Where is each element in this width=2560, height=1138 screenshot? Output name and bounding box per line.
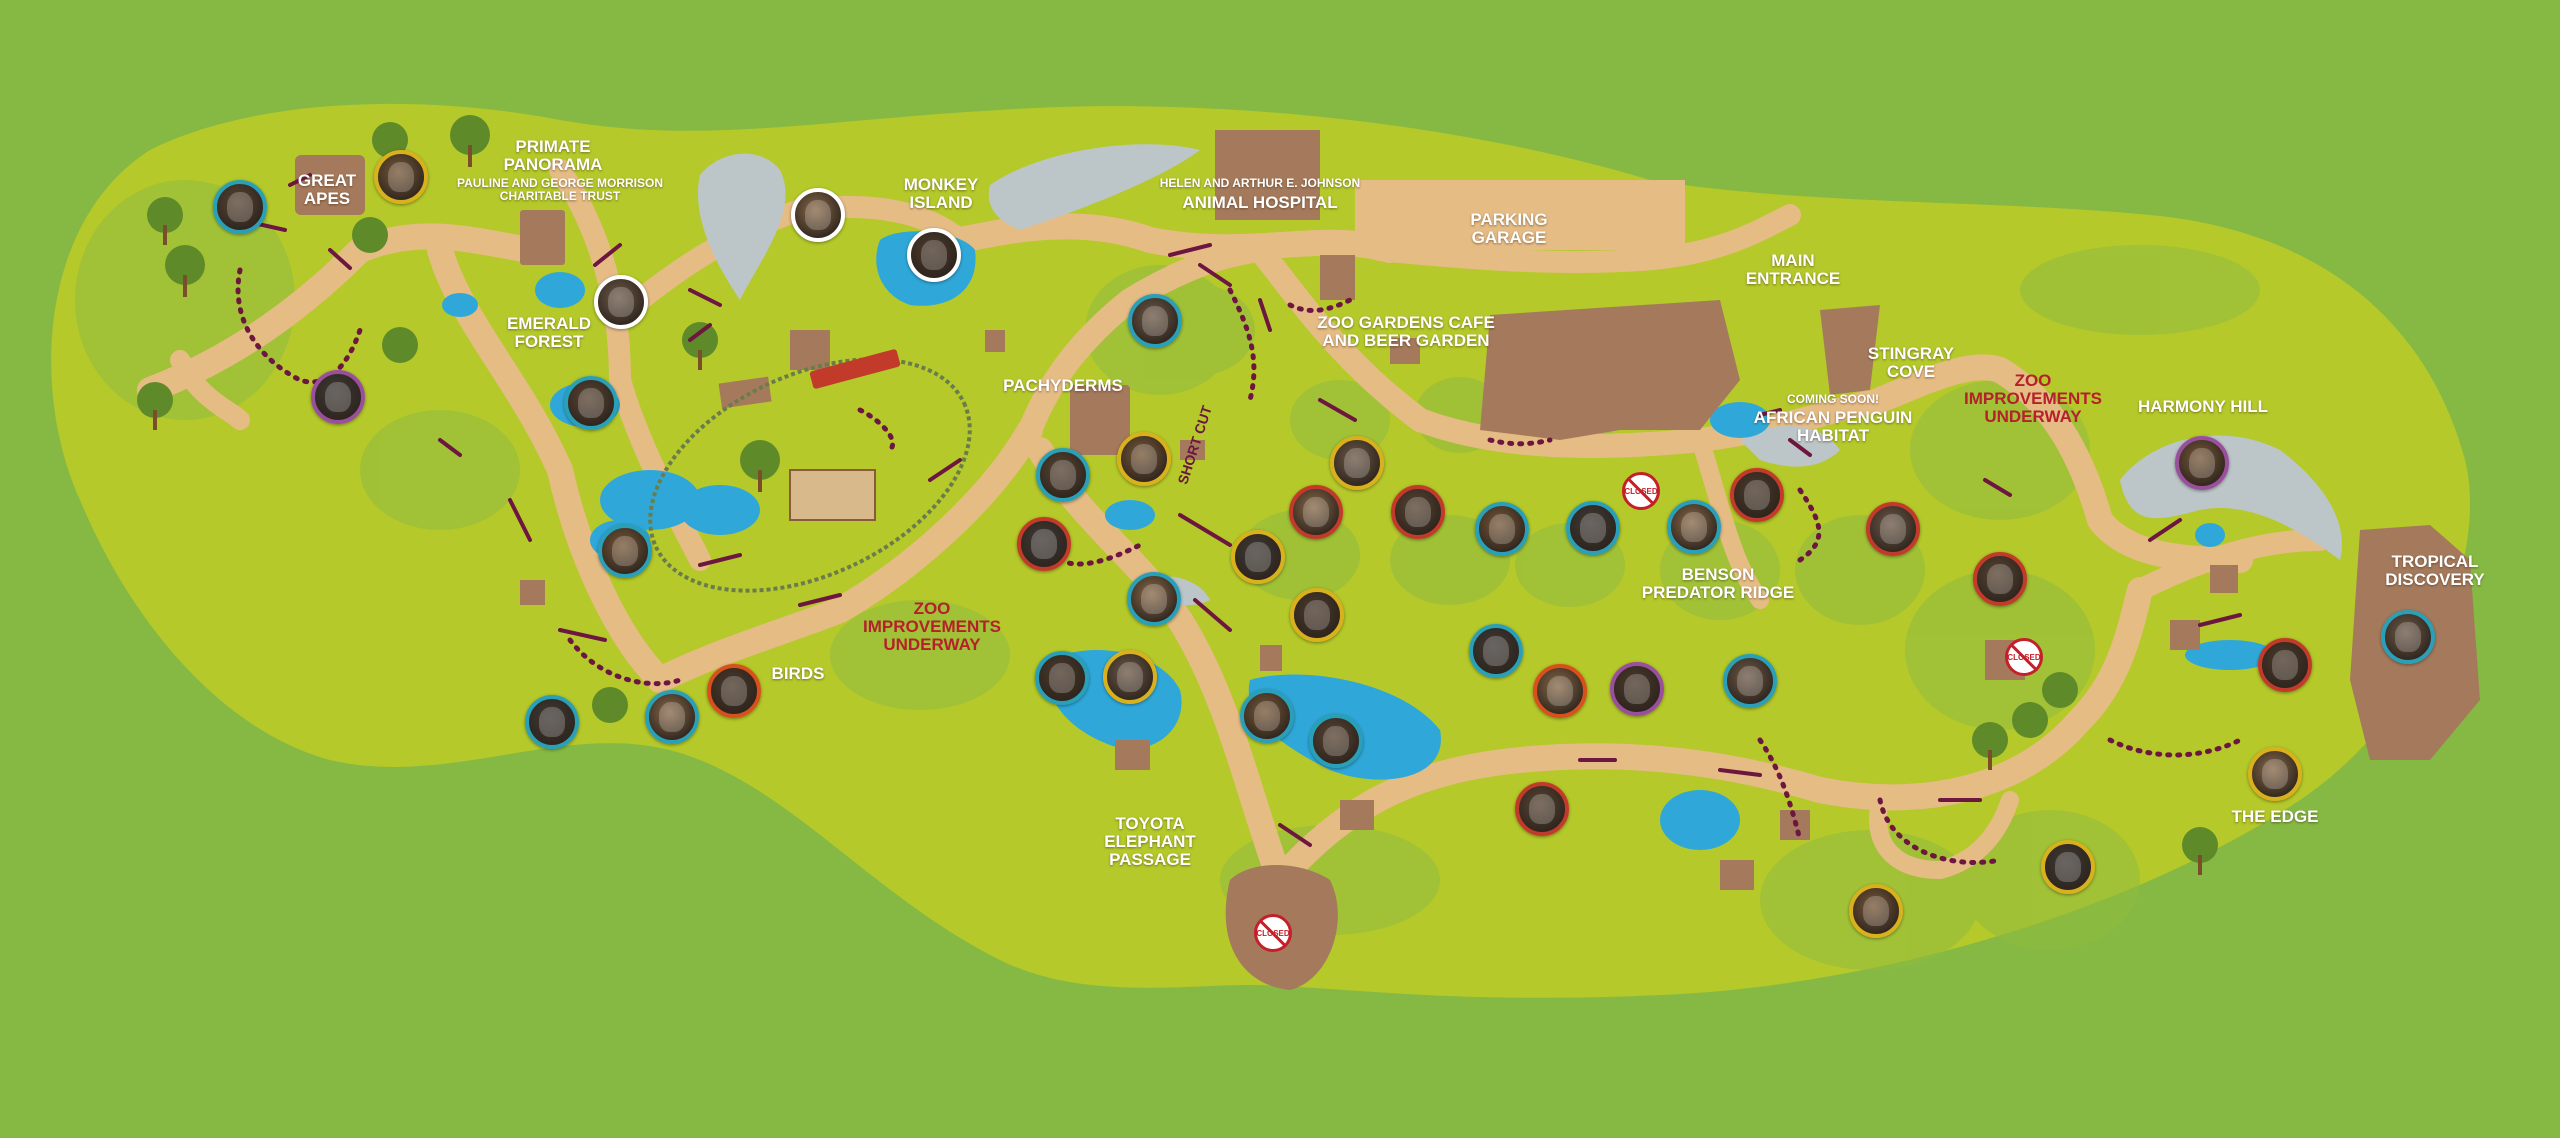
animal-eagle[interactable] bbox=[707, 664, 761, 718]
carousel bbox=[789, 469, 876, 521]
animal-aardvark[interactable] bbox=[1127, 572, 1181, 626]
animal-ape[interactable] bbox=[1128, 294, 1182, 348]
animal-caracal[interactable] bbox=[1610, 662, 1664, 716]
animal-antelope[interactable] bbox=[1475, 502, 1529, 556]
animal-frog[interactable] bbox=[2381, 610, 2435, 664]
label-the-edge: THE EDGE bbox=[2231, 807, 2319, 826]
animal-penguin[interactable] bbox=[791, 188, 845, 242]
animal-warthog[interactable] bbox=[1289, 485, 1343, 539]
animal-okapi[interactable] bbox=[1973, 552, 2027, 606]
animal-baboon[interactable] bbox=[1231, 530, 1285, 584]
trees bbox=[137, 115, 2218, 875]
animal-hippo[interactable] bbox=[1103, 650, 1157, 704]
dotted-paths bbox=[235, 267, 2243, 865]
animal-gorilla[interactable] bbox=[213, 180, 267, 234]
animal-rhino[interactable] bbox=[1035, 651, 1089, 705]
animal-flamingo[interactable] bbox=[598, 524, 652, 578]
label-coming-soon: COMING SOON! bbox=[1787, 392, 1879, 406]
animal-colobus[interactable] bbox=[1036, 448, 1090, 502]
animal-bear-cub[interactable] bbox=[1849, 884, 1903, 938]
animal-tiger[interactable] bbox=[2248, 747, 2302, 801]
animal-sloth[interactable] bbox=[1017, 517, 1071, 571]
animal-cockatoo[interactable] bbox=[645, 690, 699, 744]
animal-crowned-crane[interactable] bbox=[525, 695, 579, 749]
animal-buffalo[interactable] bbox=[1391, 485, 1445, 539]
animal-cheetah[interactable] bbox=[1290, 588, 1344, 642]
flow-arrows bbox=[238, 173, 2242, 847]
animal-camel[interactable] bbox=[2175, 436, 2229, 490]
animal-eland[interactable] bbox=[1723, 654, 1777, 708]
animal-kudu[interactable] bbox=[1330, 436, 1384, 490]
train-loop bbox=[648, 357, 972, 593]
animal-monkey[interactable] bbox=[907, 228, 961, 282]
animal-horse[interactable] bbox=[2041, 840, 2095, 894]
train bbox=[809, 349, 901, 389]
animal-hyena[interactable] bbox=[1667, 500, 1721, 554]
closed-sign-predator: CLOSED bbox=[1622, 472, 1660, 510]
animal-gerenuk[interactable] bbox=[1533, 664, 1587, 718]
label-animal-hospital: ANIMAL HOSPITAL bbox=[1182, 193, 1338, 212]
animal-lion[interactable] bbox=[1730, 468, 1784, 522]
animal-elephant[interactable] bbox=[1309, 714, 1363, 768]
label-pachyderms: PACHYDERMS bbox=[1003, 376, 1123, 395]
animal-red-panda[interactable] bbox=[564, 376, 618, 430]
animal-gazelle[interactable] bbox=[1469, 624, 1523, 678]
closed-sign-east: CLOSED bbox=[2005, 638, 2043, 676]
label-harmony-hill: HARMONY HILL bbox=[2137, 397, 2269, 416]
animal-bear[interactable] bbox=[1117, 432, 1171, 486]
animal-orangutan[interactable] bbox=[374, 150, 428, 204]
animal-mandrill[interactable] bbox=[311, 370, 365, 424]
animal-bison[interactable] bbox=[1515, 782, 1569, 836]
animal-ostrich[interactable] bbox=[1240, 689, 1294, 743]
paths bbox=[137, 159, 2331, 977]
label-hospital-sponsor: HELEN AND ARTHUR E. JOHNSON bbox=[1159, 176, 1361, 190]
animal-wild-dog[interactable] bbox=[1566, 501, 1620, 555]
closed-sign-south: CLOSED bbox=[1254, 914, 1292, 952]
animal-zebra[interactable] bbox=[1866, 502, 1920, 556]
animal-hornbill[interactable] bbox=[2258, 638, 2312, 692]
label-birds: BIRDS bbox=[771, 664, 825, 683]
animal-lemur[interactable] bbox=[594, 275, 648, 329]
